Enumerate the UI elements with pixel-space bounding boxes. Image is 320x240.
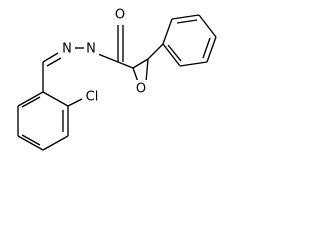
carbonyl-oxygen-label: O — [115, 8, 125, 23]
bond-ring2-c2-c3 — [171, 14, 200, 20]
bond-ring2-inner-c — [167, 44, 182, 62]
chlorine-label: Cl — [86, 90, 99, 105]
carbonyl-oxygen-mask — [113, 6, 128, 23]
bond-carbonyl-to-epoxide-c1 — [117, 61, 134, 69]
bond-ring2-c3-c4 — [198, 14, 217, 38]
amide-nitrogen-mask — [84, 41, 99, 57]
epoxide-oxygen-label: O — [136, 82, 146, 97]
bond-ring1-inner-b — [21, 134, 41, 146]
molecule-drawing: O N N O Cl — [17, 6, 217, 151]
bond-epoxide-c2-o — [145, 58, 149, 83]
bond-ring2-c4-c5 — [206, 36, 217, 63]
bond-ring2-c5-c6 — [179, 61, 208, 67]
bond-ch-n-double-1 — [42, 52, 59, 63]
bond-ring1-c4-c5 — [17, 135, 44, 151]
bond-ring1-c3-c4 — [42, 135, 69, 151]
chlorine-mask — [82, 89, 102, 106]
bond-ring1-inner-c — [21, 96, 41, 108]
bond-epoxide-c1-c2 — [132, 58, 149, 69]
amide-nitrogen-label: N — [86, 42, 96, 57]
bond-ring1-c1-c2 — [42, 91, 69, 107]
bond-ring1-c6-c1 — [17, 91, 44, 107]
bond-ring2-inner-a — [176, 19, 198, 24]
bond-n-carbonyl-carbon — [97, 53, 119, 63]
bond-ring2-c6-c1 — [162, 43, 181, 67]
bond-epoxide-c2-to-phenyl — [147, 43, 164, 60]
bond-ring2-inner-b — [202, 37, 211, 59]
bond-ch-n-double-2 — [46, 57, 62, 67]
epoxide-oxygen-mask — [134, 80, 149, 97]
hydrazone-nitrogen-mask — [60, 41, 75, 57]
bond-ring2-c1-c2 — [162, 18, 173, 45]
bond-epoxide-c1-o — [132, 67, 139, 83]
bond-ring1-to-chlorine — [67, 97, 85, 107]
atom-label-layer: O N N O Cl — [60, 6, 149, 106]
bond-layer — [17, 14, 217, 151]
hydrazone-nitrogen-label: N — [62, 42, 72, 57]
